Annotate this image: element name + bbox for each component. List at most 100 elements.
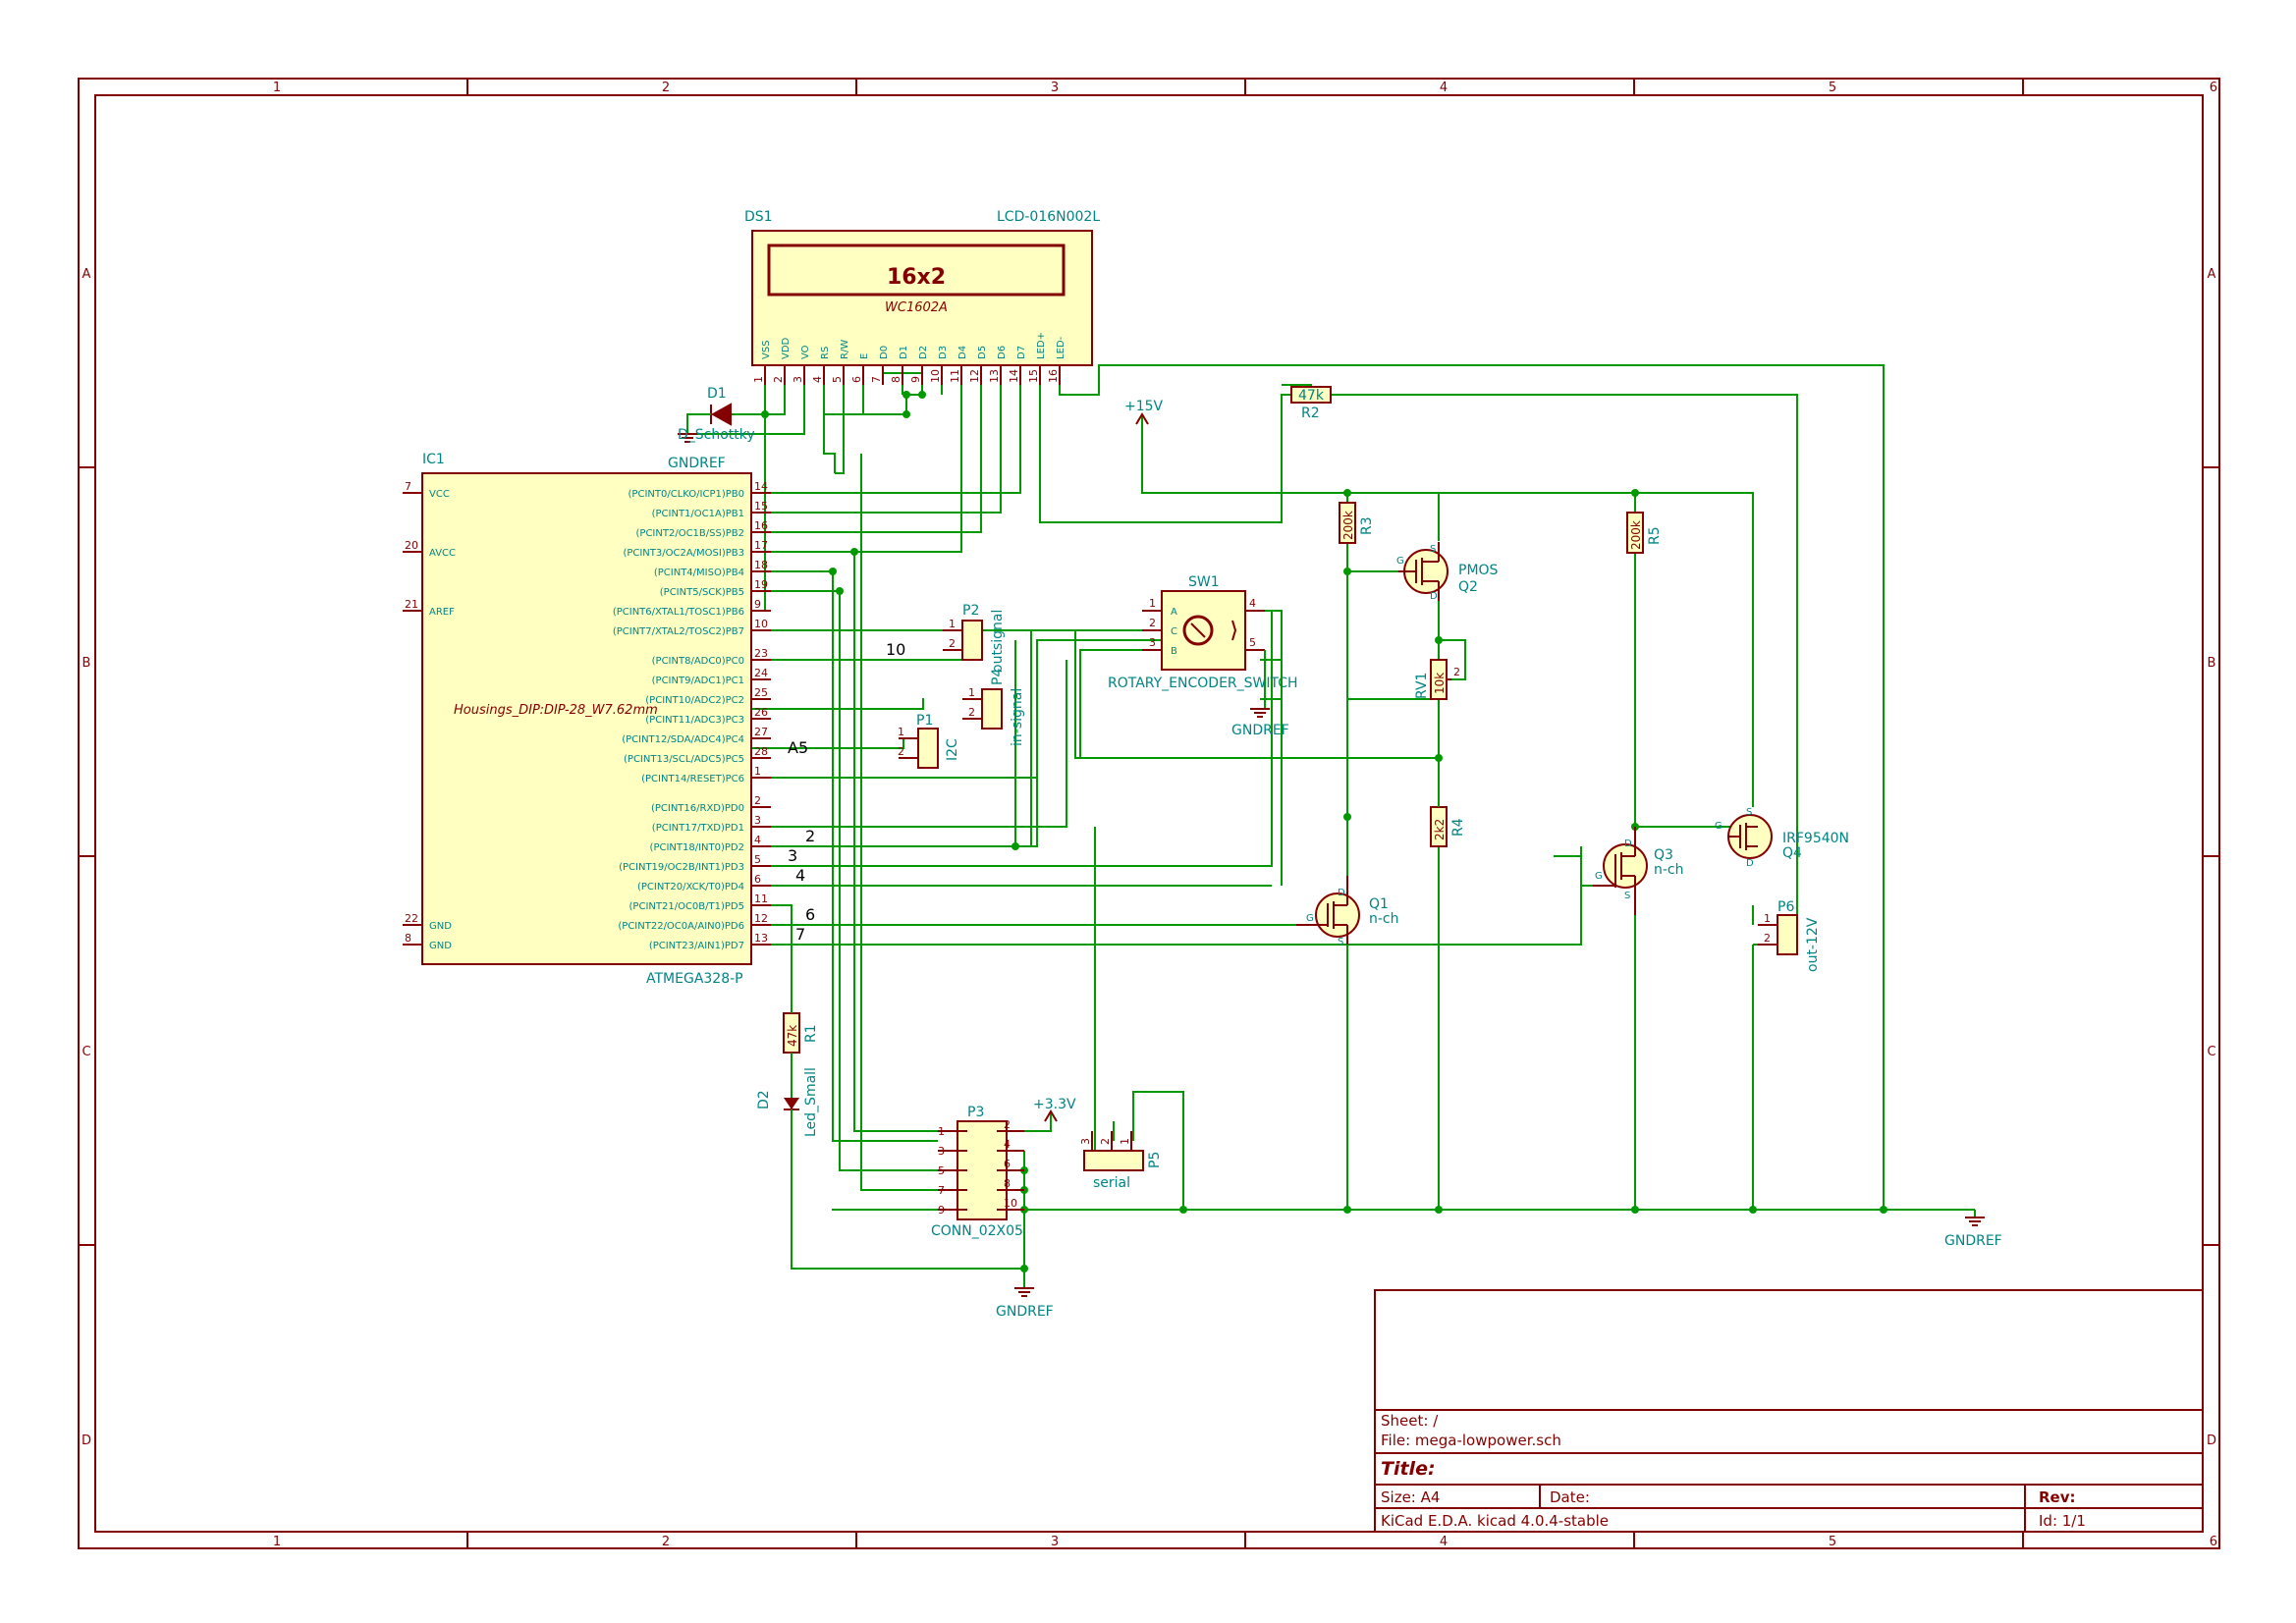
lcd-pin-name: R/W bbox=[840, 340, 850, 359]
lcd-display-text: 16x2 bbox=[887, 265, 946, 290]
mcu-right-pin-number: 14 bbox=[754, 480, 768, 493]
tb-date: Date: bbox=[1550, 1488, 1590, 1506]
tb-title: Title: bbox=[1381, 1458, 1436, 1480]
mcu-right-pin-number: 9 bbox=[754, 598, 761, 611]
q2-s: S bbox=[1430, 544, 1436, 555]
p1-ref: P1 bbox=[916, 713, 933, 729]
p5-pin3: 3 bbox=[1079, 1138, 1092, 1145]
q1-ref: Q1 bbox=[1369, 896, 1389, 912]
q2-g: G bbox=[1396, 556, 1404, 567]
connector-p6: P6 1 2 out-12V bbox=[1758, 899, 1821, 972]
mcu-right-pin-name: (PCINT7/XTAL2/TOSC2)PB7 bbox=[613, 626, 744, 637]
net-label: 7 bbox=[795, 925, 805, 944]
mcu-right-pin-number: 12 bbox=[754, 912, 768, 925]
col-label: 3 bbox=[1051, 81, 1059, 95]
lcd-pin-name: E bbox=[859, 353, 870, 359]
col-label: 3 bbox=[1051, 1535, 1059, 1549]
tb-sheet: Sheet: / bbox=[1381, 1412, 1439, 1430]
lcd-ref: DS1 bbox=[744, 209, 773, 225]
p3-right-pin-number: 2 bbox=[1004, 1118, 1011, 1131]
p1-value: I2C bbox=[945, 738, 960, 761]
p3-left-pin-number: 5 bbox=[938, 1164, 945, 1177]
q2-value: PMOS bbox=[1458, 563, 1499, 578]
resistor-r5: 200k R5 bbox=[1626, 512, 1663, 554]
mcu-right-pin-name: (PCINT22/OC0A/AIN0)PD6 bbox=[618, 921, 744, 932]
mcu-right-pin-name: (PCINT21/OC0B/T1)PD5 bbox=[629, 901, 744, 912]
mcu-right-pin-number: 23 bbox=[754, 647, 768, 660]
mcu-right-pin-number: 17 bbox=[754, 539, 768, 552]
mcu-right-pin-number: 10 bbox=[754, 618, 768, 630]
r1-ref: R1 bbox=[803, 1024, 819, 1043]
lcd-pin-name: D7 bbox=[1016, 346, 1027, 359]
lcd-pin-name: D3 bbox=[938, 346, 949, 359]
tb-file: File: mega-lowpower.sch bbox=[1381, 1432, 1561, 1449]
col-label: 5 bbox=[1829, 1535, 1836, 1549]
row-label: B bbox=[82, 656, 91, 671]
p4-pin1: 1 bbox=[968, 686, 975, 699]
mcu-right-pin-name: (PCINT23/AIN1)PD7 bbox=[649, 941, 744, 951]
q4-g: G bbox=[1715, 821, 1722, 832]
lcd-pin-name: D0 bbox=[879, 346, 890, 359]
lcd-pin-number: 1 bbox=[752, 376, 765, 383]
connector-p4: P4 1 2 in-signal bbox=[962, 669, 1025, 746]
sw1-pin-b: B bbox=[1171, 646, 1177, 657]
junctions bbox=[761, 391, 1887, 1272]
row-label: D bbox=[82, 1434, 91, 1448]
col-label: 2 bbox=[662, 1535, 670, 1549]
rv1-ref: RV1 bbox=[1414, 673, 1430, 699]
lcd-pin-name: LED- bbox=[1056, 336, 1066, 359]
lcd-pin-number: 15 bbox=[1027, 369, 1040, 383]
connector-p2: P2 1 2 outsignal bbox=[943, 603, 1006, 673]
sw1-pin2: 2 bbox=[1149, 617, 1156, 629]
r5-value: 200k bbox=[1629, 520, 1643, 550]
mosfet-q2: G S D PMOS Q2 bbox=[1396, 542, 1499, 602]
mcu-right-pin-name: (PCINT10/ADC2)PC2 bbox=[645, 695, 744, 706]
q3-s: S bbox=[1624, 891, 1630, 901]
mcu-left-pin-number: 20 bbox=[405, 539, 418, 552]
p2-pin2: 2 bbox=[949, 637, 956, 650]
sw1-pin4: 4 bbox=[1249, 597, 1256, 610]
mcu-right-pin-name: (PCINT16/RXD)PD0 bbox=[651, 803, 744, 814]
q3-d: D bbox=[1624, 839, 1632, 849]
mcu-right-pin-number: 25 bbox=[754, 686, 768, 699]
p6-value: out-12V bbox=[1805, 917, 1821, 972]
sw1-value: ROTARY_ENCODER_SWITCH bbox=[1108, 676, 1298, 691]
sw1-pin3: 3 bbox=[1149, 636, 1156, 649]
mcu-left-pin-name: VCC bbox=[429, 489, 450, 500]
mcu-right-pin-name: (PCINT18/INT0)PD2 bbox=[650, 842, 744, 853]
wires bbox=[678, 364, 1976, 1288]
lcd-pin-name: D4 bbox=[957, 346, 968, 359]
sw1-ref: SW1 bbox=[1188, 574, 1220, 590]
potentiometer-rv1: 10k RV1 2 bbox=[1414, 659, 1460, 700]
mcu-right-pin-number: 2 bbox=[754, 794, 761, 807]
d2-ref: D2 bbox=[756, 1090, 772, 1109]
lcd-pin-number: 4 bbox=[811, 376, 824, 383]
q3-g: G bbox=[1595, 871, 1603, 882]
mcu-right-pin-name: (PCINT12/SDA/ADC4)PC4 bbox=[622, 734, 744, 745]
p6-ref: P6 bbox=[1777, 899, 1794, 915]
gndref-lcd-label: GNDREF bbox=[668, 456, 726, 471]
mcu-right-pin-number: 16 bbox=[754, 519, 768, 532]
p4-ref: P4 bbox=[990, 669, 1006, 685]
lcd-pin-number: 9 bbox=[909, 376, 922, 383]
lcd-pin-name: D5 bbox=[977, 346, 988, 359]
drawing-frame: 1 2 3 4 5 6 1 2 3 4 5 6 A B C D A B C D bbox=[78, 78, 2220, 1549]
lcd-pin-number: 2 bbox=[772, 376, 785, 383]
resistor-r4: 2k2 R4 bbox=[1430, 758, 1466, 847]
mcu-right-pin-number: 1 bbox=[754, 765, 761, 778]
tb-size: Size: A4 bbox=[1381, 1488, 1440, 1506]
sw1-pin-a: A bbox=[1171, 607, 1177, 618]
mcu-ref: IC1 bbox=[422, 452, 445, 467]
lcd-pin-number: 11 bbox=[949, 369, 961, 383]
v33-label: +3.3V bbox=[1033, 1097, 1076, 1112]
mcu-left-pin-name: GND bbox=[429, 941, 452, 951]
row-label: B bbox=[2208, 656, 2216, 671]
lcd-pin-name: VDD bbox=[781, 337, 792, 359]
lcd-pin-number: 3 bbox=[792, 376, 804, 383]
lcd-pin-name: LED+ bbox=[1036, 332, 1047, 359]
resistor-r3: 200k R3 bbox=[1339, 502, 1375, 544]
lcd-pin-number: 16 bbox=[1047, 369, 1060, 383]
mcu-right-pin-number: 26 bbox=[754, 706, 768, 719]
